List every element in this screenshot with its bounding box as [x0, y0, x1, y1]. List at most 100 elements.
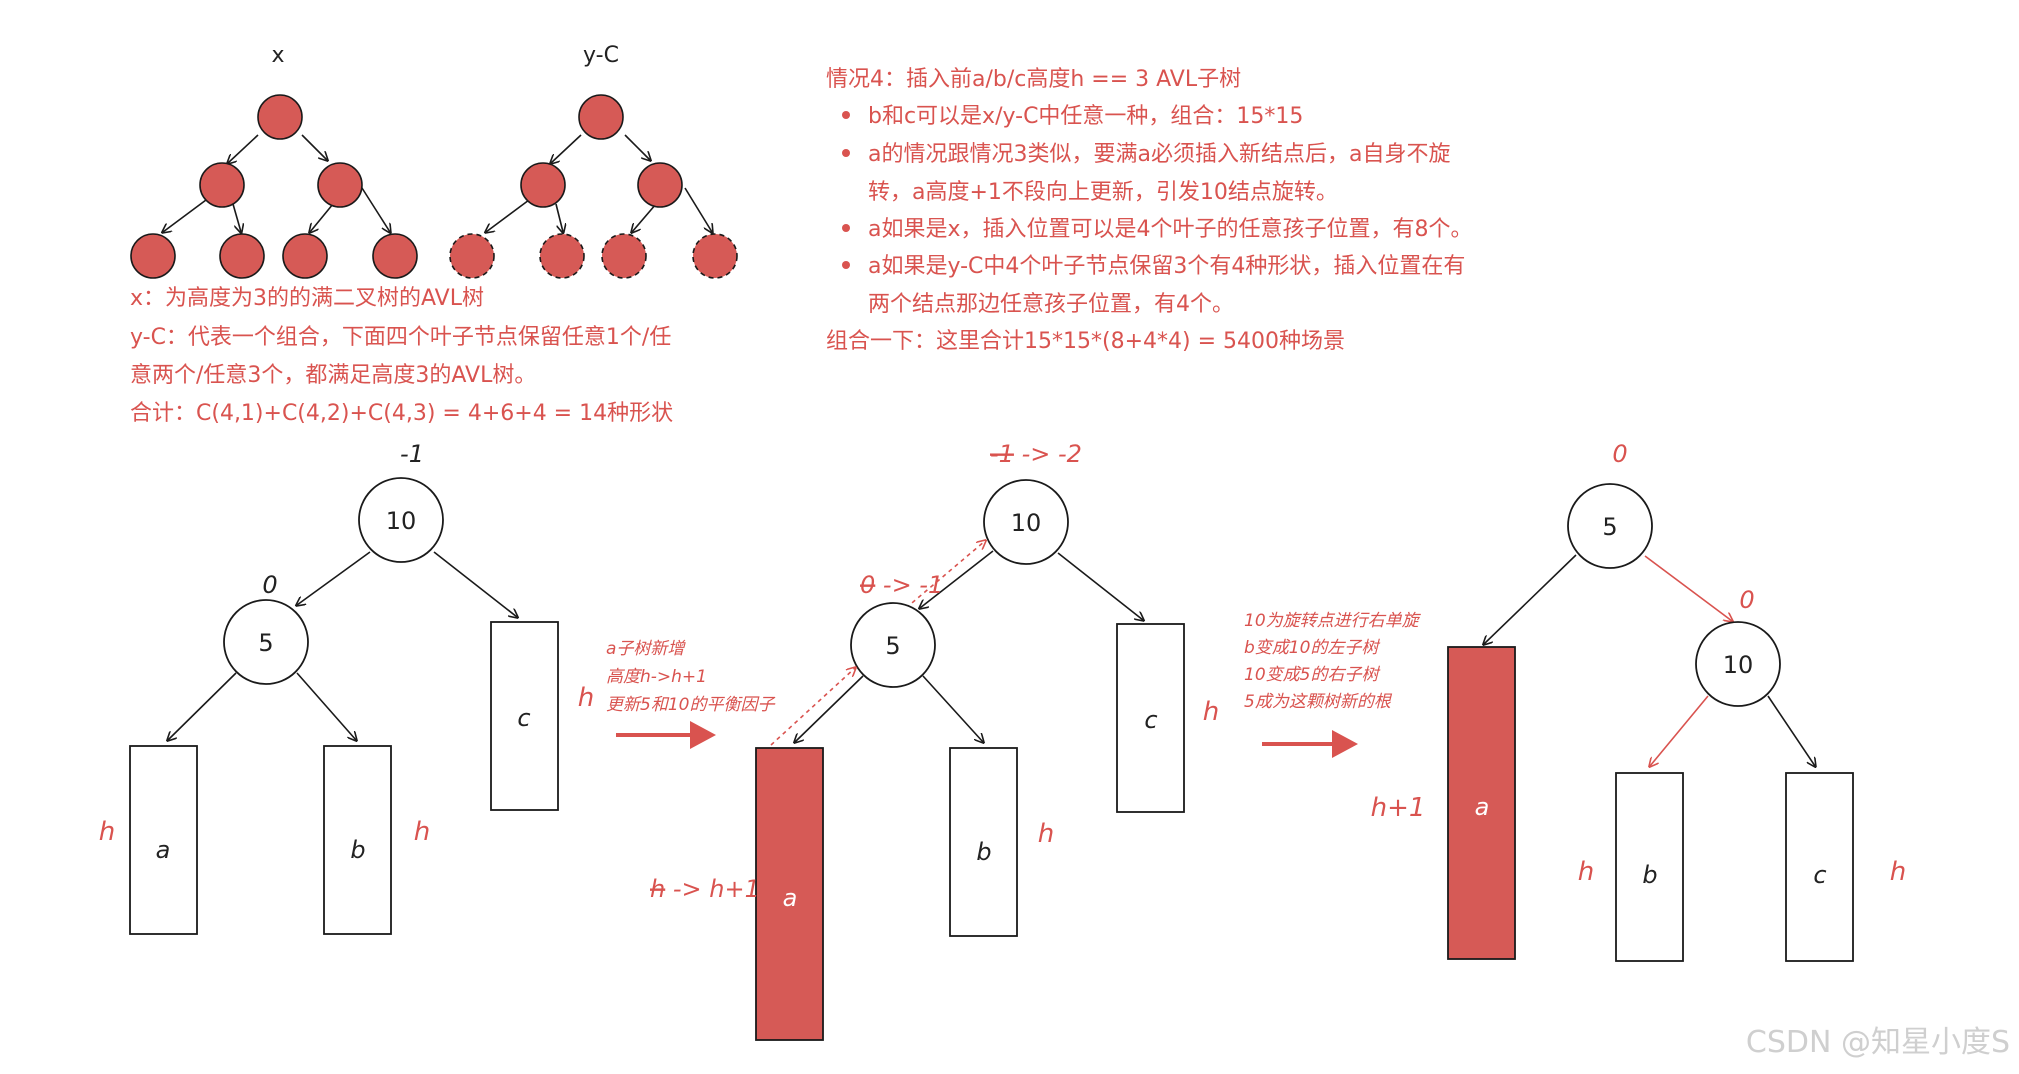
balance-factor-5: 0 — [262, 571, 277, 599]
subtree-a — [755, 747, 824, 1041]
edge — [168, 672, 237, 740]
bullet-line: 转，a高度+1不段向上更新，引发10结点旋转。 — [868, 180, 1338, 205]
subtree-c-label: c — [517, 704, 530, 732]
old-value: -1 — [990, 440, 1014, 468]
transition-2-line: 5成为这颗树新的根 — [1244, 692, 1393, 712]
tree-x-leaf — [130, 233, 176, 279]
subtree-a-label: a — [156, 836, 171, 864]
desc-line: 合计：C(4,1)+C(4,2)+C(4,3) = 4+6+4 = 14种形状 — [130, 401, 673, 426]
edge — [795, 675, 864, 742]
height-label-c: h — [578, 683, 594, 713]
transition-2-line: b变成10的左子树 — [1244, 638, 1380, 658]
node-5-label: 5 — [1602, 513, 1617, 541]
subtree-b — [1615, 772, 1684, 962]
transition-1: a子树新增 高度h->h+1 更新5和10的平衡因子 — [606, 639, 775, 749]
tree-x-node — [317, 162, 363, 208]
transition-arrow-head — [690, 721, 716, 749]
node-5-label: 5 — [258, 629, 273, 657]
node-10-label: 10 — [1723, 651, 1754, 679]
edge — [1650, 695, 1709, 766]
desc-line: x：为高度为3的的满二叉树的AVL树 — [130, 286, 484, 311]
diagram-after-insert: -1 -> -2 10 0 -> -1 5 a h -> h+1 b h c h — [650, 440, 1219, 1041]
diagram-after-rotation: 0 5 0 10 a h+1 b h c h — [1371, 440, 1906, 962]
edge — [922, 675, 983, 742]
height-label-c: h — [1203, 697, 1219, 727]
balance-factor-root: -1 -> -2 — [990, 440, 1082, 468]
tree-yc-edges — [486, 134, 712, 232]
height-label-a: h -> h+1 — [650, 875, 760, 903]
height-label-b: h — [1038, 819, 1054, 849]
subtree-c — [1116, 623, 1185, 813]
bullet-line: a的情况跟情况3类似，要满a必须插入新结点后，a自身不旋 — [868, 142, 1450, 167]
new-value: -> -1 — [875, 571, 943, 599]
old-value: h — [650, 875, 665, 903]
balance-factor-10: 0 — [1739, 586, 1754, 614]
subtree-b-label: b — [976, 838, 991, 866]
subtree-c — [490, 621, 559, 811]
tree-x-node — [199, 162, 245, 208]
case4-summary: 组合一下：这里合计15*15*(8+4*4) = 5400种场景 — [826, 329, 1345, 354]
tree-yc-optional-leaves — [449, 233, 738, 279]
subtree-a — [1447, 646, 1516, 960]
case4-title: 情况4：插入前a/b/c高度h == 3 AVL子树 — [826, 67, 1241, 92]
tree-yc-root — [578, 94, 624, 140]
tree-x-leaf — [282, 233, 328, 279]
subtree-a-label: a — [1475, 793, 1490, 821]
node-10-label: 10 — [1011, 509, 1042, 537]
subtree-c — [1785, 772, 1854, 962]
bullet-dot — [842, 111, 850, 119]
bullet-line: b和c可以是x/y-C中任意一种，组合：15*15 — [868, 104, 1303, 129]
transition-1-line: 更新5和10的平衡因子 — [606, 695, 775, 715]
bullet-line: 两个结点那边任意孩子位置，有4个。 — [868, 292, 1234, 317]
bullet-line: a如果是y-C中4个叶子节点保留3个有4种形状，插入位置在有 — [868, 254, 1465, 279]
node-10 — [983, 479, 1069, 565]
case4-notes: 情况4：插入前a/b/c高度h == 3 AVL子树 b和c可以是x/y-C中任… — [826, 67, 1473, 354]
tree-shapes-panel: x y-C — [130, 43, 738, 426]
node-5-label: 5 — [885, 632, 900, 660]
tree-yc-leaf — [539, 233, 585, 279]
subtree-b — [323, 745, 392, 935]
subtree-a-label: a — [783, 884, 798, 912]
balance-factor-root: 0 — [1612, 440, 1627, 468]
node-10 — [1695, 621, 1781, 707]
subtree-b-label: b — [1642, 861, 1657, 889]
edge — [770, 668, 855, 746]
new-value: -> h+1 — [665, 875, 760, 903]
edge — [433, 551, 517, 617]
tree-shapes-description: x：为高度为3的的满二叉树的AVL树 y-C：代表一个组合，下面四个叶子节点保留… — [130, 286, 673, 426]
transition-1-line: a子树新增 — [606, 639, 686, 659]
bullet-dot — [842, 224, 850, 232]
label-x: x — [271, 43, 284, 68]
transition-2-line: 10为旋转点进行右单旋 — [1244, 611, 1422, 631]
tree-yc-leaf — [692, 233, 738, 279]
height-label-b: h — [414, 817, 430, 847]
edge — [905, 541, 985, 609]
node-5 — [223, 599, 309, 685]
bullet-line: a如果是x，插入位置可以是4个叶子的任意孩子位置，有8个。 — [868, 217, 1473, 242]
tree-yc-node — [637, 162, 683, 208]
transition-2-line: 10变成5的右子树 — [1244, 665, 1380, 685]
tree-yc-leaf — [601, 233, 647, 279]
tree-x-edges — [163, 134, 390, 232]
tree-x-root — [257, 94, 303, 140]
subtree-b-label: b — [350, 836, 365, 864]
edge — [297, 551, 371, 605]
balance-factor-root: -1 — [400, 440, 424, 468]
height-label-b: h — [1578, 857, 1594, 887]
edge — [1767, 695, 1815, 766]
tree-x-leaf — [372, 233, 418, 279]
height-label-a: h — [99, 817, 115, 847]
tree-yc-leaf — [449, 233, 495, 279]
new-value: -> -2 — [1014, 440, 1082, 468]
watermark: CSDN @知星小度S — [1746, 1025, 2010, 1060]
balance-factor-5: 0 -> -1 — [860, 571, 943, 599]
bullet-dot — [842, 261, 850, 269]
node-5 — [1567, 483, 1653, 569]
old-value: 0 — [860, 571, 875, 599]
node-10-label: 10 — [386, 507, 417, 535]
subtree-c-label: c — [1144, 706, 1157, 734]
edge — [1057, 552, 1143, 620]
label-yc: y-C — [583, 43, 619, 68]
node-5 — [850, 602, 936, 688]
subtree-a — [129, 745, 198, 935]
